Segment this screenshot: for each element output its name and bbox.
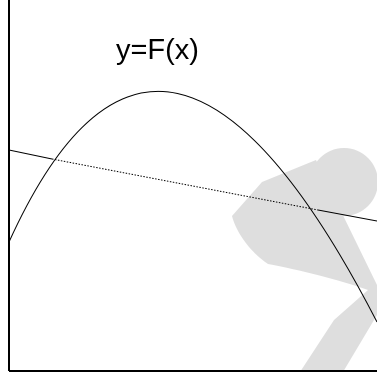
secant-line-right: [317, 209, 377, 222]
secant-line-left: [8, 149, 53, 160]
secant-line-middle-dotted: [51, 158, 319, 211]
watermark-logo-dot: [310, 148, 377, 216]
curve-label: y=F(x): [116, 34, 199, 66]
watermark-logo: [232, 148, 377, 372]
function-curve: [8, 90, 377, 323]
